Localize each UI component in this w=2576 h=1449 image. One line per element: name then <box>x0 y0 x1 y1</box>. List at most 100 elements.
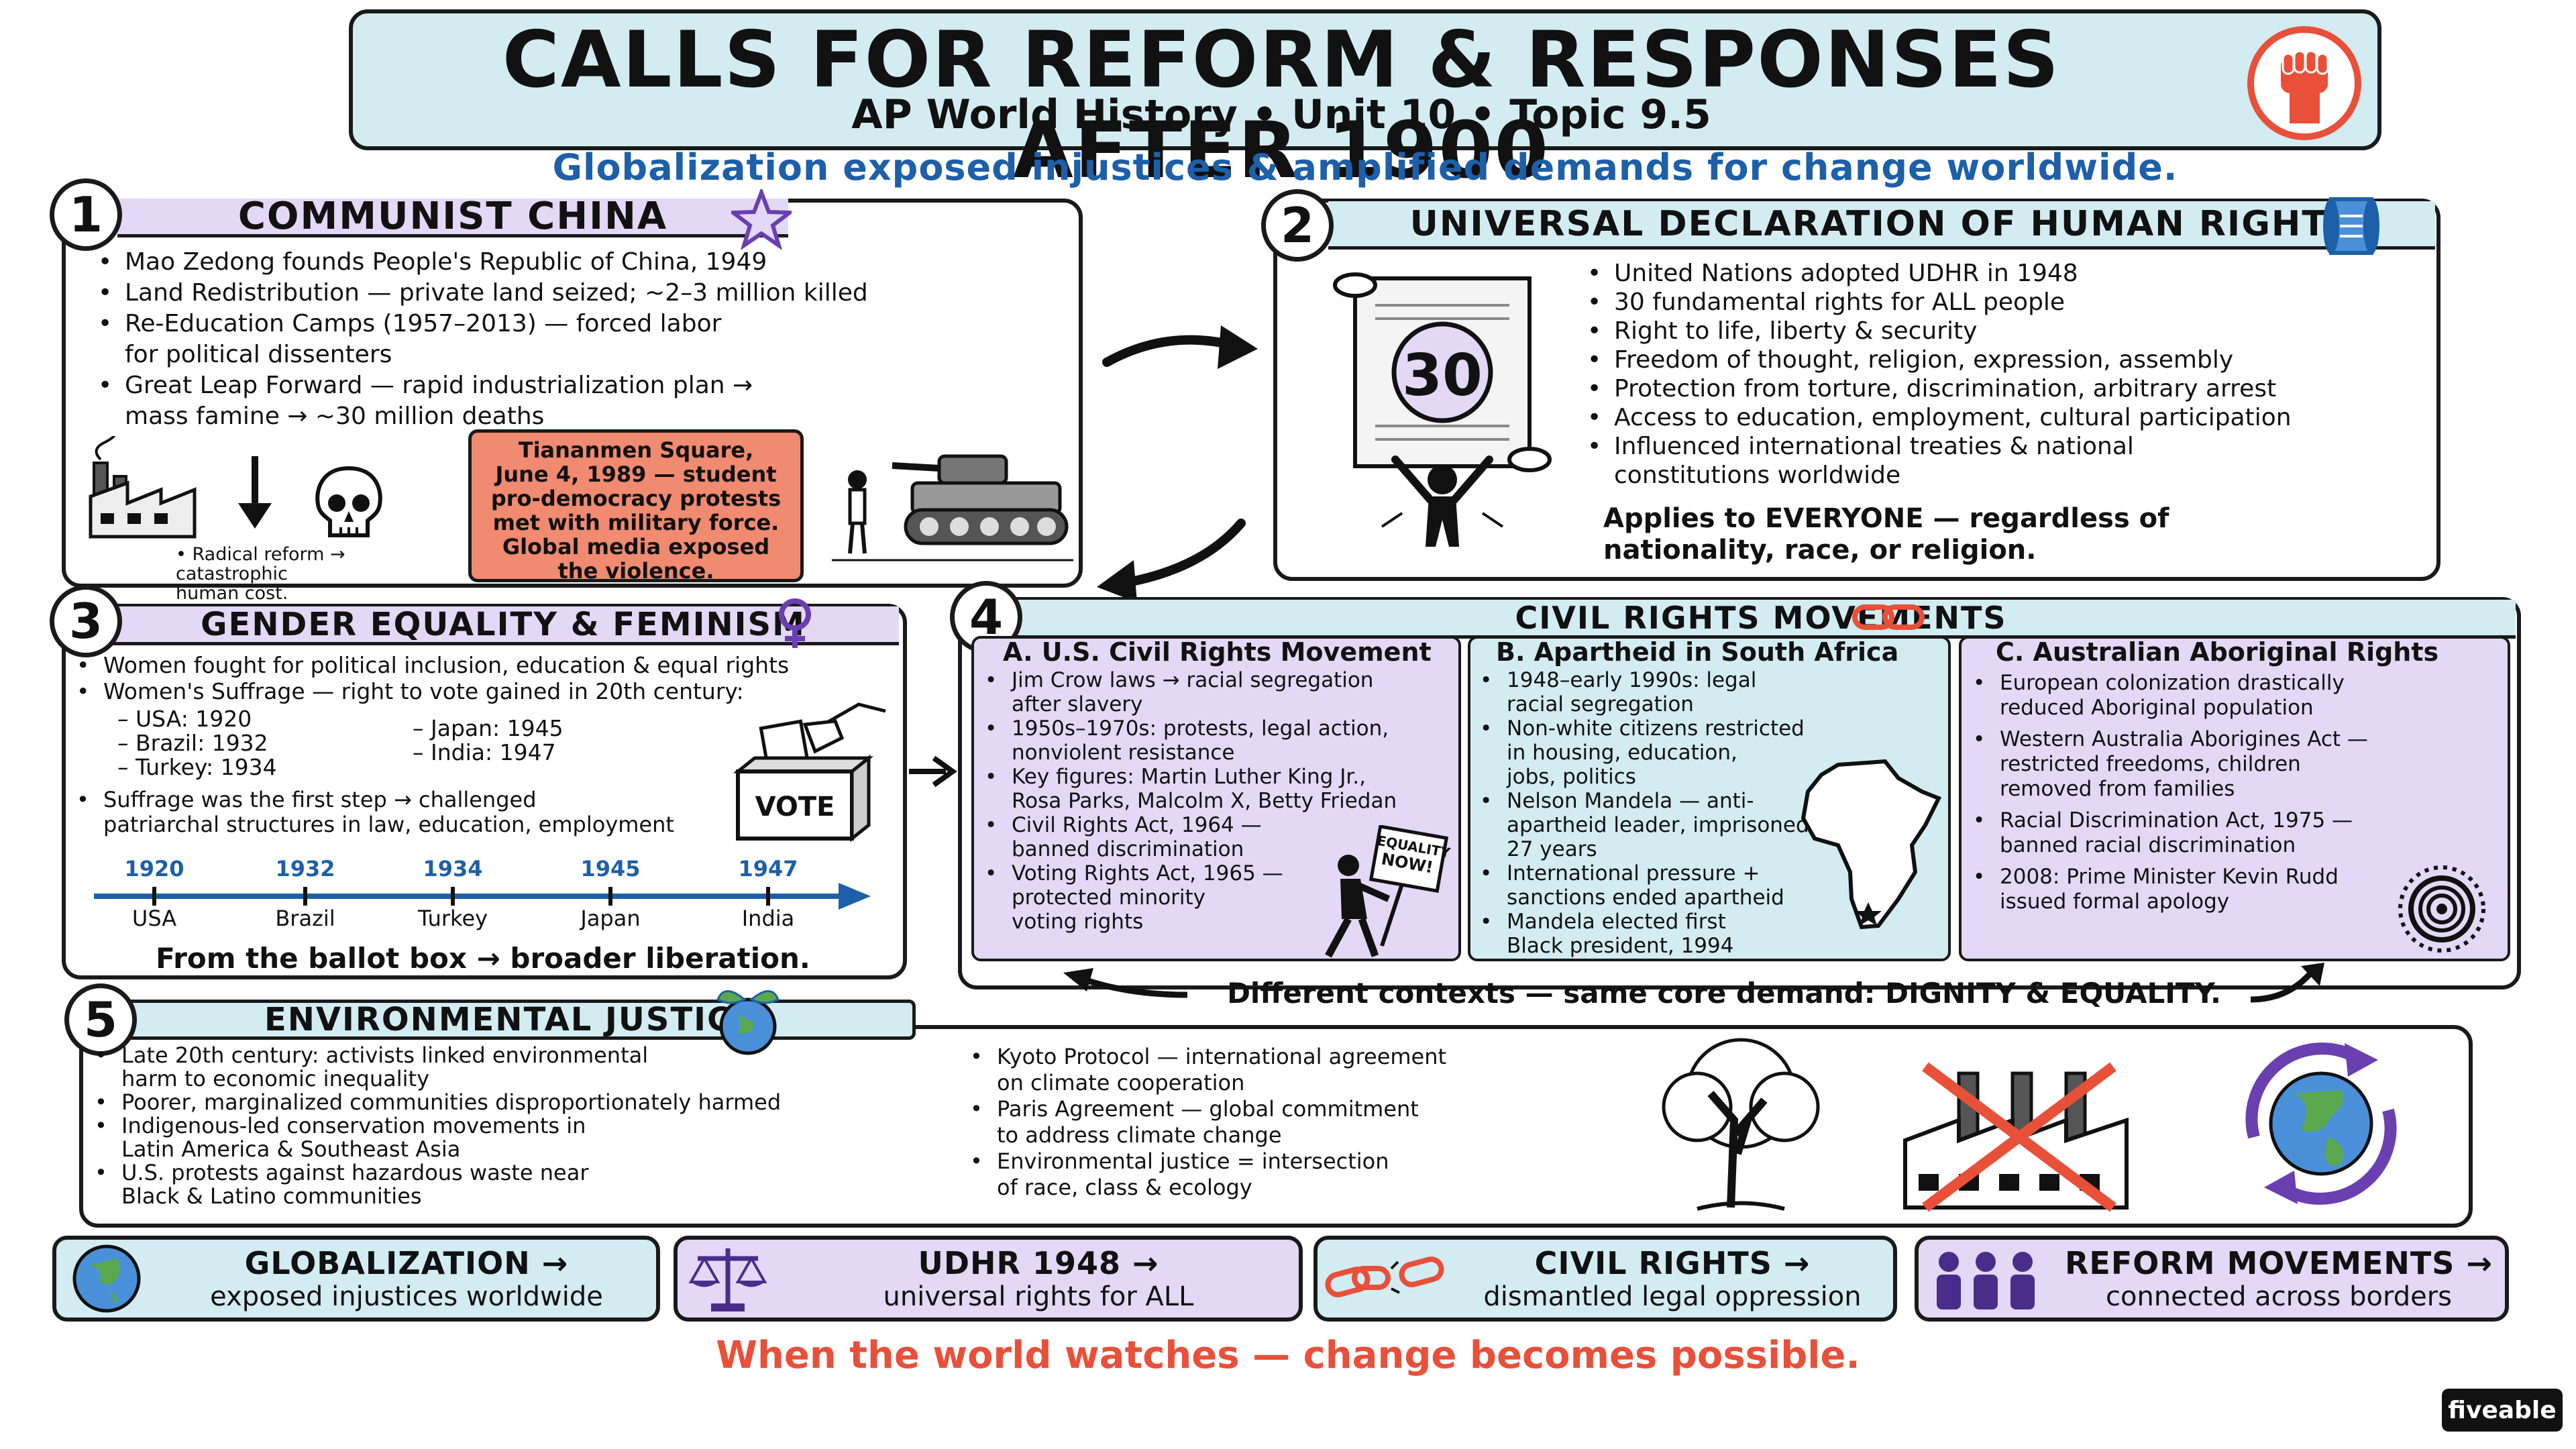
card-text: dismantled legal oppression <box>1483 1281 1862 1312</box>
list-item: Mao Zedong founds People's Republic of C… <box>94 247 1067 278</box>
chain-icon <box>1851 597 1925 637</box>
panel-title: A. U.S. Civil Rights Movement <box>1003 637 1432 667</box>
down-arrow-icon <box>235 456 275 530</box>
timeline-country: Turkey <box>417 906 488 931</box>
tank-man-illustration <box>832 429 1073 564</box>
suffrage-timeline <box>94 853 872 934</box>
closing-slogan: When the world watches — change becomes … <box>716 1334 1860 1377</box>
title-banner <box>349 9 2381 150</box>
civil-bottom-arrow-right <box>2247 959 2328 1006</box>
section-heading: CIVIL RIGHTS MOVEMENTS <box>1006 600 2516 639</box>
list-item: Late 20th century: activists linked envi… <box>91 1044 1016 1091</box>
card-title: CIVIL RIGHTS → <box>1534 1245 1811 1281</box>
timeline-country: Brazil <box>275 906 335 931</box>
suffrage-dates-right: – Japan: 1945 – India: 1947 <box>413 716 614 765</box>
us-bullet-list: Jim Crow laws → racial segregationafter … <box>981 668 1450 934</box>
page-subtitle: AP World History • Unit 10 • Topic 9.5 <box>851 91 1711 138</box>
list-item: Voting Rights Act, 1965 —protected minor… <box>981 861 1450 934</box>
panel-title: C. Australian Aboriginal Rights <box>1996 637 2439 667</box>
list-item: Women's Suffrage — right to vote gained … <box>72 678 898 704</box>
brand-name: fiveable <box>2448 1396 2557 1424</box>
section-heading: ENVIRONMENTAL JUSTICE <box>104 1000 916 1040</box>
footer-card-civil-rights: CIVIL RIGHTS → dismantled legal oppressi… <box>1313 1236 1897 1322</box>
section-heading: COMMUNIST CHINA <box>117 195 788 238</box>
footer-card-udhr: UDHR 1948 → universal rights for ALL <box>674 1236 1303 1322</box>
arrow-left-icon <box>1093 517 1254 604</box>
scroll-icon <box>2314 189 2388 263</box>
list-item: 30 fundamental rights for ALL people <box>1583 288 2428 317</box>
civil-bottom-arrow-left <box>1060 965 1194 1005</box>
list-item: Land Redistribution — private land seize… <box>94 278 1067 309</box>
udhr-applies-text: Applies to EVERYONE — regardless of nati… <box>1603 503 2169 566</box>
card-title: UDHR 1948 → <box>918 1245 1159 1281</box>
timeline-country: USA <box>131 906 177 931</box>
list-item: 1950s–1970s: protests, legal action,nonv… <box>981 716 1450 765</box>
list-item: – India: 1947 <box>413 739 556 765</box>
env-bullet-list-right: Kyoto Protocol — international agreement… <box>966 1044 1570 1201</box>
list-item: – Brazil: 1932 <box>117 730 268 756</box>
fist-icon <box>2244 23 2365 144</box>
aus-bullet-list: European colonization drasticallyreduced… <box>1969 671 2506 914</box>
skull-icon <box>309 463 389 550</box>
section-heading: GENDER EQUALITY & FEMINISM <box>107 606 899 645</box>
ballot-box-label: VOTE <box>755 792 835 822</box>
tree-icon <box>1630 1033 1851 1214</box>
factory-icon <box>87 431 221 543</box>
list-item: Influenced international treaties & nati… <box>1583 432 2428 490</box>
list-item: Indigenous-led conservation movements in… <box>91 1114 1016 1161</box>
civil-bottom-text: Different contexts — same core demand: D… <box>1227 977 2221 1010</box>
footer-card-globalization: GLOBALIZATION → exposed injustices world… <box>52 1236 660 1322</box>
card-text: connected across borders <box>2106 1281 2452 1312</box>
people-icon <box>1919 1245 2053 1312</box>
list-item: Re-Education Camps (1957–2013) — forced … <box>94 309 1067 370</box>
gender-bullet-3: •Suffrage was the first step → challenge… <box>76 787 674 837</box>
china-caption: • Radical reform → catastrophic human co… <box>176 544 345 604</box>
timeline-year: 1920 <box>124 856 184 881</box>
fiveable-logo: fiveable <box>2442 1389 2563 1432</box>
africa-map-icon <box>1798 751 1945 939</box>
ballot-box-illustration <box>724 691 892 845</box>
tagline: Globalization exposed injustices & ampli… <box>552 146 2178 189</box>
tiananmen-callout: Tiananmen Square, June 4, 1989 — student… <box>468 429 804 583</box>
list-item: International pressure +sanctions ended … <box>1476 861 1811 910</box>
list-item: Protection from torture, discrimination,… <box>1583 374 2428 403</box>
list-item: Women fought for political inclusion, ed… <box>72 652 898 678</box>
timeline-country: Japan <box>580 906 641 931</box>
list-item: Kyoto Protocol — international agreement… <box>966 1044 1570 1096</box>
timeline-year: 1934 <box>423 856 483 881</box>
timeline-year: 1945 <box>580 856 641 881</box>
list-item: Access to education, employment, cultura… <box>1583 403 2428 432</box>
list-item: U.S. protests against hazardous waste ne… <box>91 1161 1016 1208</box>
list-item: Western Australia Aborigines Act —restri… <box>1969 727 2506 802</box>
list-item: Civil Rights Act, 1964 —banned discrimin… <box>981 813 1450 861</box>
factory-crossed-icon <box>1898 1046 2140 1214</box>
list-item: European colonization drasticallyreduced… <box>1969 671 2506 720</box>
card-text: exposed injustices worldwide <box>210 1281 603 1312</box>
list-item: Freedom of thought, religion, expression… <box>1583 345 2428 374</box>
arrow-right-icon <box>906 751 959 792</box>
aboriginal-dot-art-icon <box>2378 859 2506 959</box>
scales-icon <box>678 1242 778 1316</box>
list-item: – Turkey: 1934 <box>117 754 277 780</box>
section-heading: UNIVERSAL DECLARATION OF HUMAN RIGHTS <box>1328 201 2435 250</box>
env-bullet-list-left: Late 20th century: activists linked envi… <box>91 1044 1016 1208</box>
timeline-country: India <box>741 906 795 931</box>
list-item: Poorer, marginalized communities disprop… <box>91 1091 1016 1115</box>
broken-chain-icon <box>1318 1248 1452 1309</box>
venus-icon <box>771 597 818 651</box>
panel-title: B. Apartheid in South Africa <box>1496 637 1899 667</box>
section-number: 2 <box>1261 189 1334 262</box>
list-item: – Japan: 1945 <box>413 715 564 741</box>
card-title: REFORM MOVEMENTS → <box>2064 1245 2493 1281</box>
list-item: Jim Crow laws → racial segregationafter … <box>981 668 1450 716</box>
list-item: Key figures: Martin Luther King Jr.,Rosa… <box>981 765 1450 813</box>
suffrage-dates-left: – USA: 1920 – Brazil: 1932 – Turkey: 193… <box>117 707 332 780</box>
timeline-year: 1932 <box>275 856 335 881</box>
